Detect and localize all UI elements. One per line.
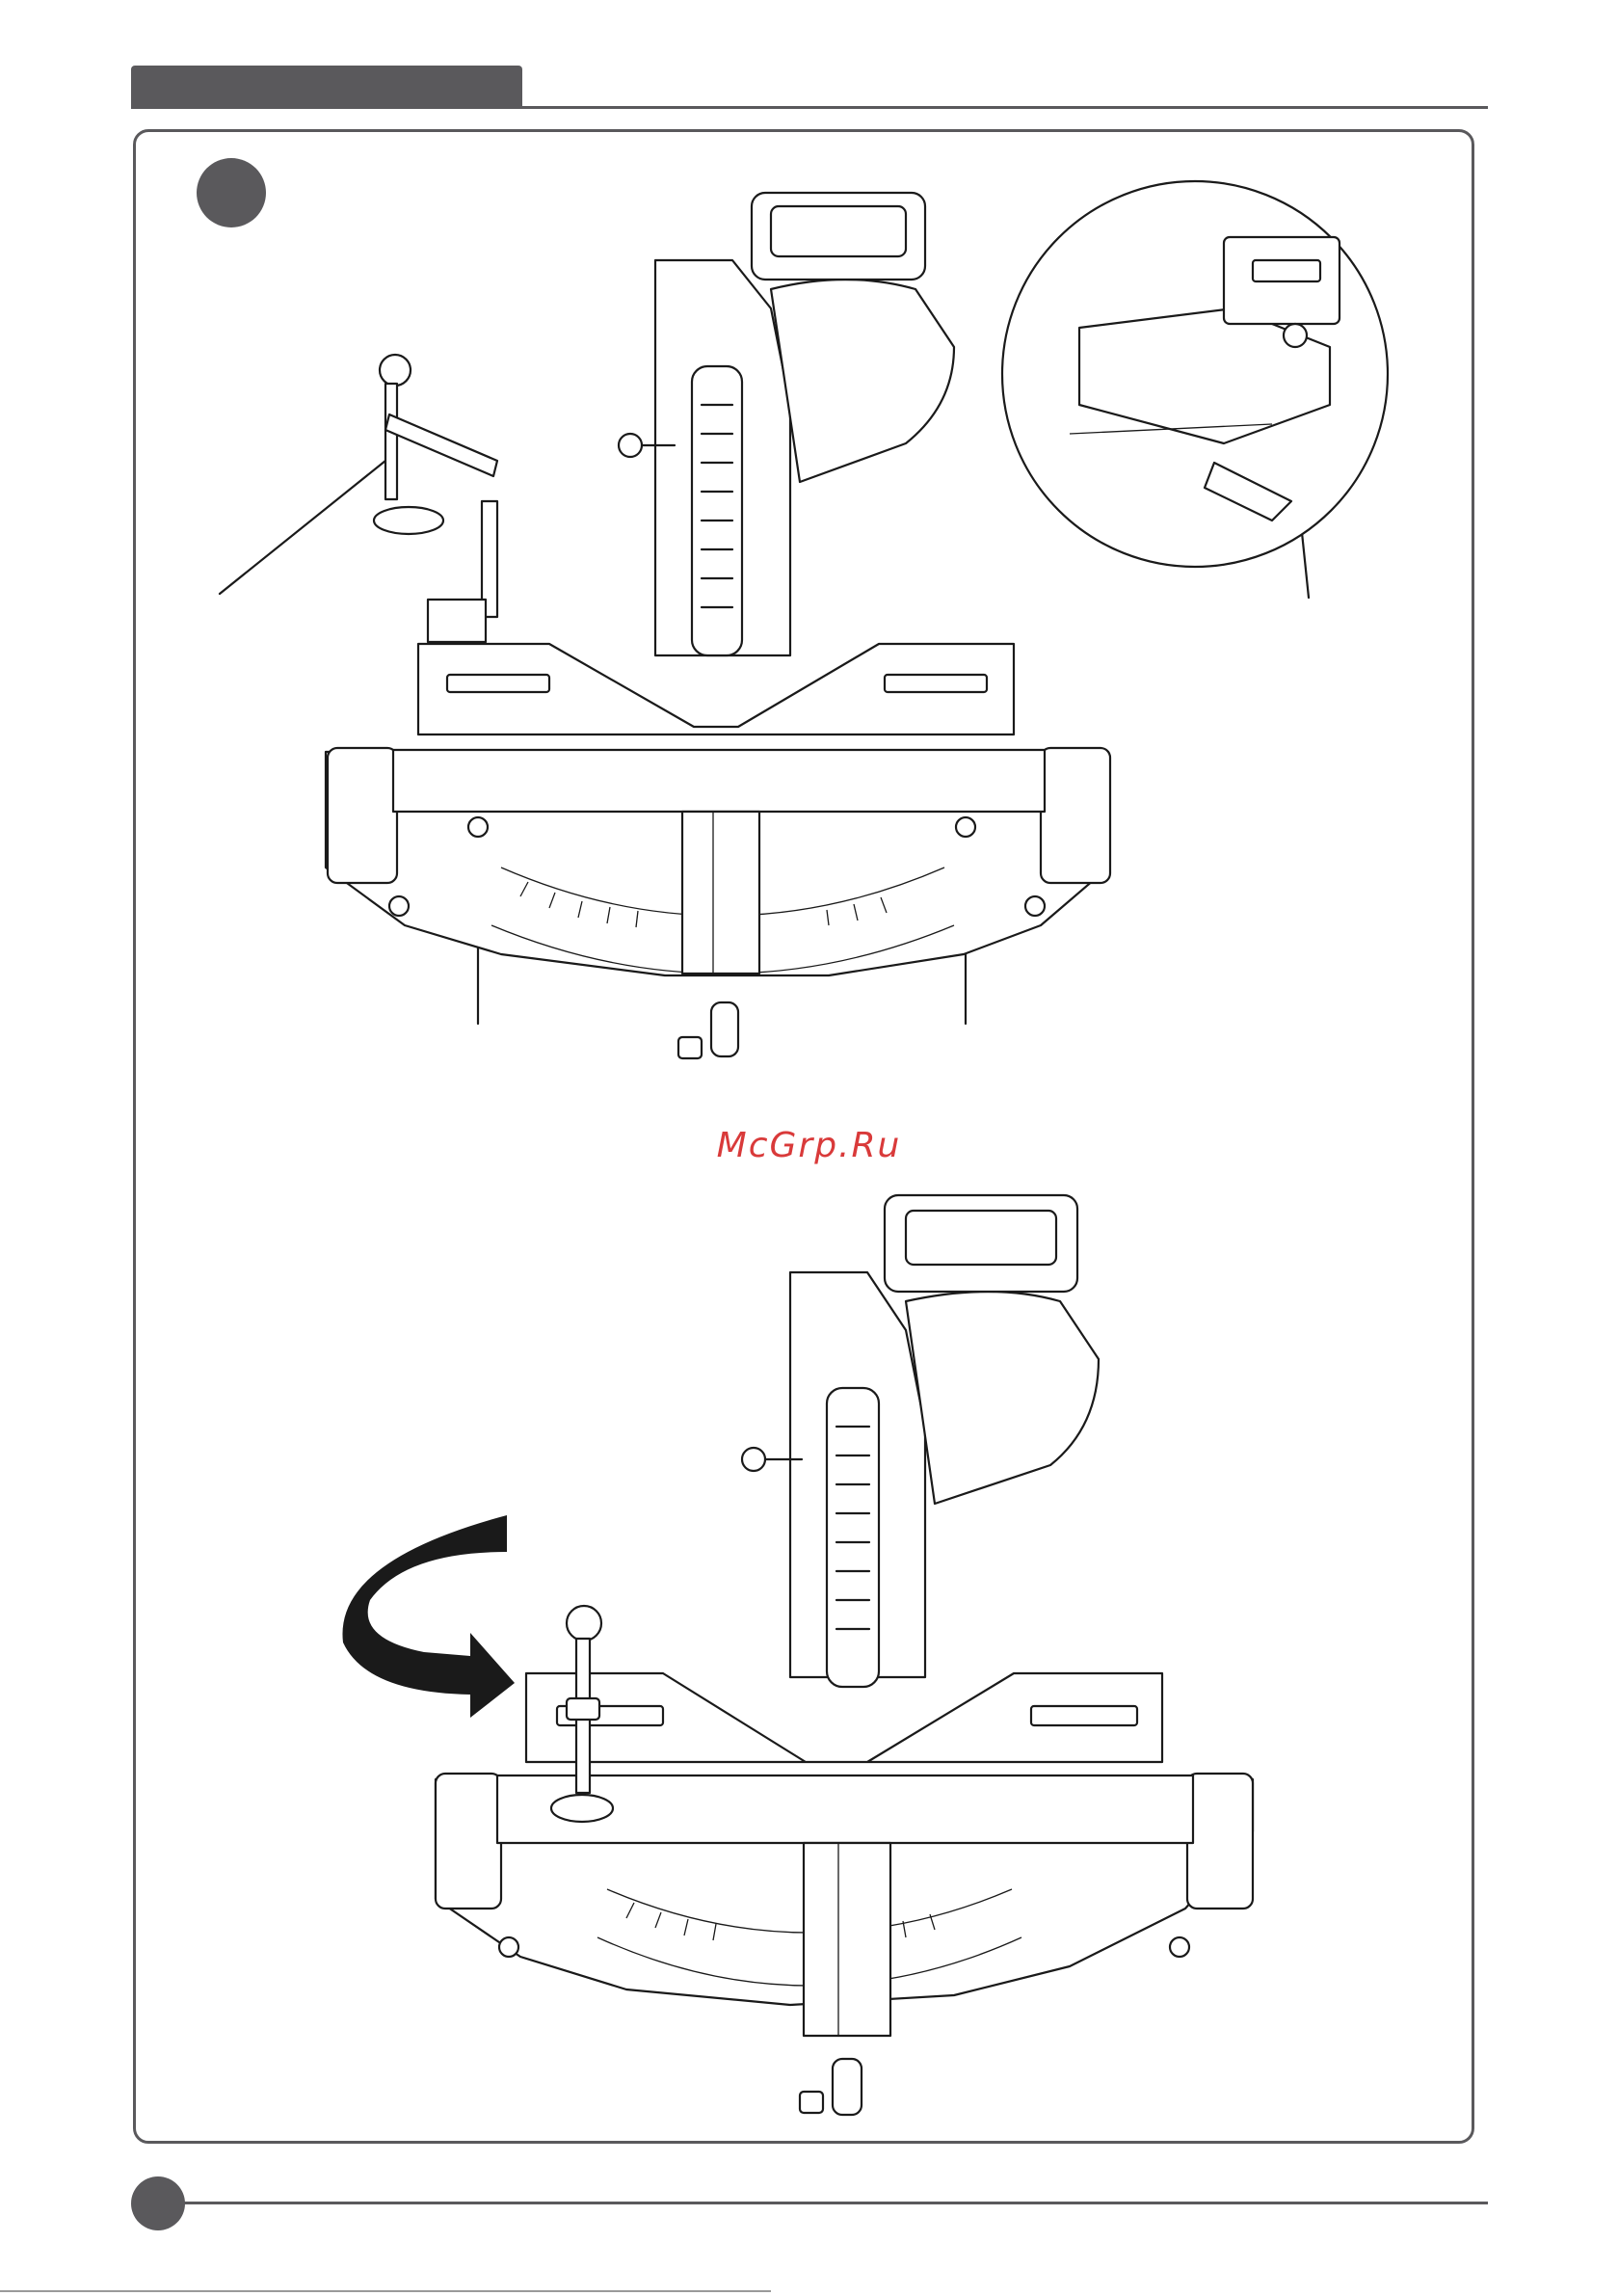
bottom-edge-rule [0, 2290, 771, 2292]
callout-line-clamp [220, 461, 385, 594]
miter-saw-illustration-bottom [0, 1176, 1618, 2140]
miter-saw-illustration-top [0, 0, 1618, 1118]
watermark: McGrp.Ru [0, 1126, 1618, 1165]
footer-rule [173, 2202, 1488, 2204]
rotate-arrow-icon [342, 1515, 515, 1718]
